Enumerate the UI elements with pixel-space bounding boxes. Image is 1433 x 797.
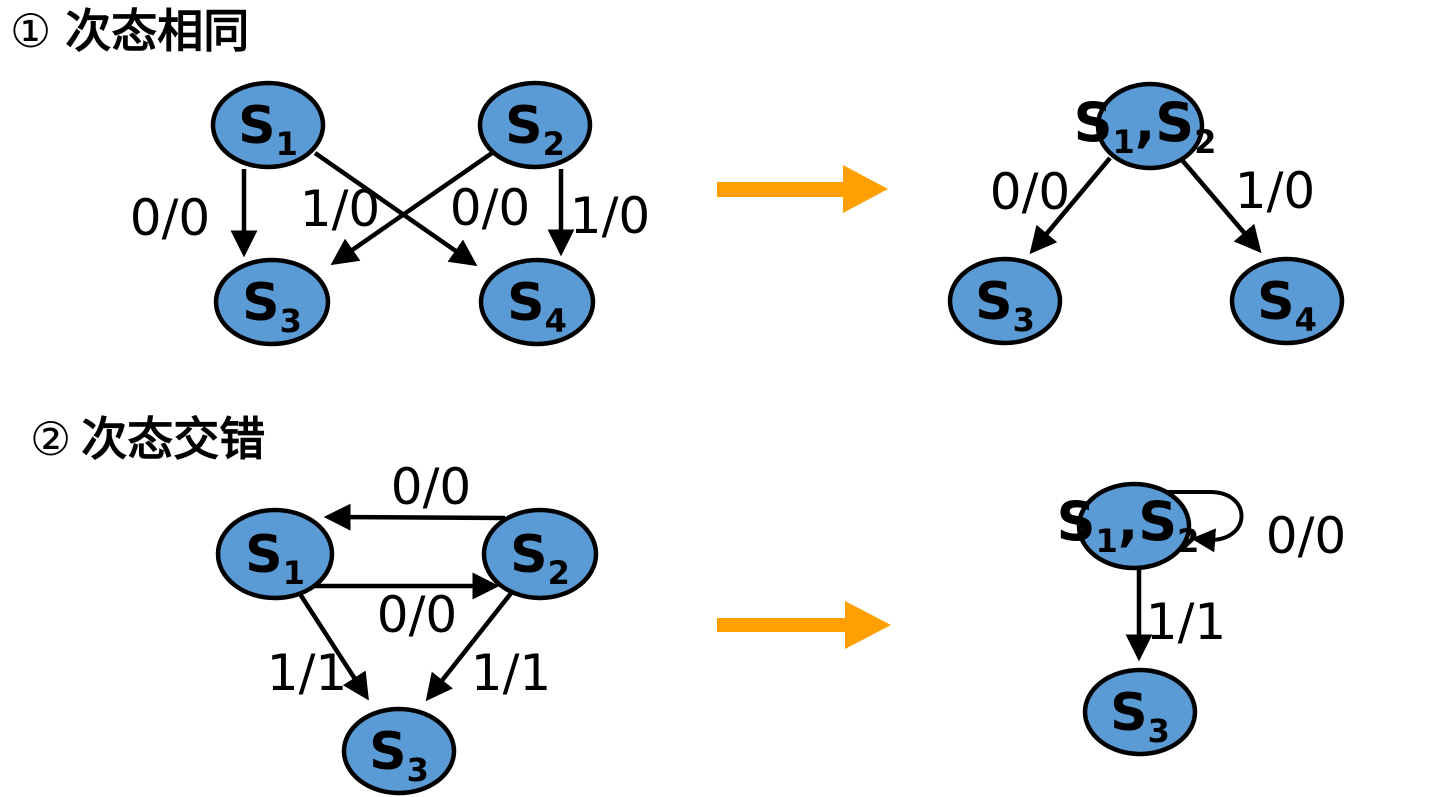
transition-s2-s3-arrow	[330, 151, 494, 266]
transition-label-merged-s4: 1/0	[1235, 162, 1315, 220]
node-label-s3: S3	[242, 273, 302, 340]
transition-s2-s1-arrow	[323, 503, 506, 531]
state-node-s4	[1229, 256, 1345, 346]
state-node-s2	[477, 80, 593, 170]
transition-label-s2-s4: 1/0	[570, 187, 650, 245]
transition-label-s1-s3: 1/1	[267, 644, 347, 702]
node-label-s1: S1	[238, 96, 298, 163]
state-node-s1	[215, 507, 335, 601]
state-node-s3	[213, 257, 331, 347]
merged-state-node-s1s2	[1095, 81, 1205, 171]
node-label-s4: S4	[507, 273, 567, 340]
transition-s1-s4-arrow	[313, 151, 478, 267]
diagram-2-before: S1 S2 S3 0/0 0/0 1/1 1/1	[215, 458, 599, 796]
transition-label-s1-s2: 0/0	[377, 586, 457, 644]
transition-label-s2-s3: 0/0	[450, 179, 530, 237]
section-2-badge: ②	[30, 412, 71, 466]
transition-merged-s3-arrow	[1029, 156, 1112, 255]
node-label-s2: S2	[510, 525, 570, 592]
transition-label-s1-s4: 1/0	[300, 180, 380, 238]
self-loop-arrow	[1164, 490, 1244, 553]
transition-label-self-loop: 0/0	[1266, 507, 1346, 565]
transition-label-s2-s1: 0/0	[391, 458, 471, 516]
transition-s2-s3-arrow	[425, 590, 514, 702]
section-1-badge: ①	[10, 4, 51, 58]
diagram-2-after: S1,S2 S3 0/0 1/1	[1057, 481, 1346, 757]
state-node-s3	[1082, 667, 1198, 757]
diagram-1-after: S1,S2 S3 S4 0/0 1/0	[947, 81, 1345, 346]
state-node-s4	[478, 257, 596, 347]
node-label-s1: S1	[245, 525, 305, 592]
section-1: ① 次态相同 S1 S2 S3 S4 0/0 1/0 0/0 1/0	[10, 4, 1345, 347]
state-node-s3	[341, 706, 457, 796]
transform-arrow-icon	[717, 165, 888, 213]
section-1-title: ① 次态相同	[10, 4, 249, 58]
section-1-title-text: 次态相同	[65, 4, 249, 58]
node-label-s3: S3	[1110, 683, 1170, 750]
node-label-s4: S4	[1257, 272, 1317, 339]
transition-label-merged-s3: 0/0	[990, 163, 1070, 221]
merged-state-node-s1s2	[1076, 481, 1192, 571]
merged-node-label-s1s2: S1,S2	[1057, 490, 1200, 560]
transition-label-s2-s3: 1/1	[471, 644, 551, 702]
node-label-s2: S2	[505, 96, 565, 163]
diagram-1-before: S1 S2 S3 S4 0/0 1/0 0/0 1/0	[130, 80, 650, 347]
merged-node-label-s1s2: S1,S2	[1074, 91, 1217, 161]
state-node-s3	[947, 256, 1063, 346]
node-label-s3: S3	[369, 722, 429, 789]
transition-merged-s4-arrow	[1180, 158, 1262, 254]
state-node-s1	[210, 80, 326, 170]
transition-label-merged-s3: 1/1	[1146, 593, 1226, 651]
transition-s1-s3-arrow	[298, 592, 369, 701]
transform-arrow-icon	[717, 601, 891, 649]
transition-label-s1-s3: 0/0	[130, 189, 210, 247]
state-node-s2	[481, 507, 599, 601]
section-2-title-text: 次态交错	[81, 412, 265, 466]
node-label-s3: S3	[975, 272, 1035, 339]
